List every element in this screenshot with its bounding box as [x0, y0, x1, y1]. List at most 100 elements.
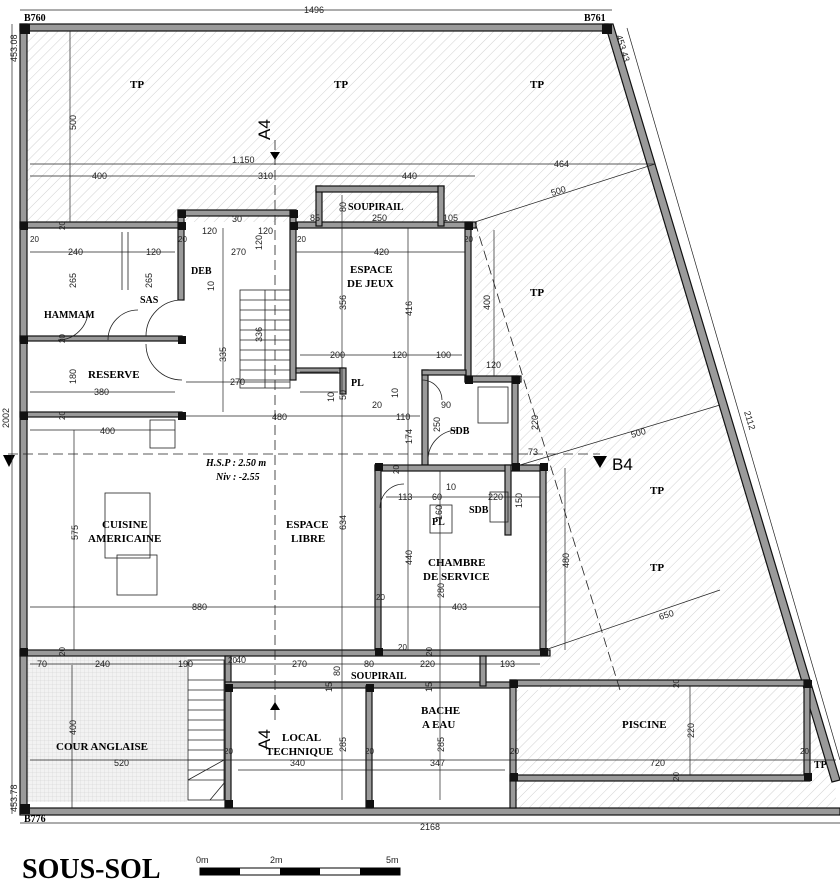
dim-left-total: 2002: [1, 408, 11, 428]
dim-380: 380: [94, 387, 109, 397]
room-local-l1: LOCAL: [282, 732, 321, 744]
dim-20g: 20: [58, 411, 67, 420]
dim-60: 60: [432, 492, 442, 502]
structural-columns: [20, 24, 812, 814]
room-espace-jeux-l2: DE JEUX: [347, 278, 394, 290]
section-a4-bottom: A4: [255, 729, 274, 750]
dim-20x: 20: [372, 400, 382, 410]
dim-270a: 270: [231, 247, 246, 257]
dim-70: 70: [37, 659, 47, 669]
dim-15b: 15: [424, 682, 434, 692]
corner-b760: B760: [24, 13, 46, 24]
room-tp-2: TP: [334, 79, 348, 91]
dim-174: 174: [404, 429, 414, 444]
dim-310: 310: [258, 171, 273, 181]
room-tp-4: TP: [530, 287, 544, 299]
dim-270c: 270: [292, 659, 307, 669]
dim-200: 200: [330, 350, 345, 360]
room-hammam: HAMMAM: [44, 310, 95, 321]
dim-120b: 120: [258, 226, 273, 236]
section-lines: [3, 140, 621, 720]
plan-title: SOUS-SOL: [22, 854, 161, 885]
room-labels: TP TP TP TP TP TP TP SOUPIRAIL ESPACE DE…: [44, 79, 827, 771]
dim-20m: 20: [224, 747, 233, 756]
room-sdb-1: SDB: [450, 426, 470, 437]
room-bache-l1: BACHE: [421, 705, 460, 717]
dim-105: 105: [443, 213, 458, 223]
dim-240b: 240: [95, 659, 110, 669]
dim-20l: 20: [228, 656, 237, 665]
dim-440v: 440: [404, 550, 414, 565]
dim-50: 50: [338, 390, 348, 400]
dim-500-diag2: 500: [630, 426, 647, 440]
dim-500-diag: 500: [550, 184, 567, 198]
room-espace-jeux-l1: ESPACE: [350, 264, 393, 276]
dim-90: 90: [441, 400, 451, 410]
level-annotations: H.S.P : 2.50 m Niv : -2.55: [205, 458, 266, 483]
dim-10d: 10: [446, 482, 456, 492]
dim-20j: 20: [58, 647, 67, 656]
room-bache-l2: A EAU: [422, 719, 455, 731]
dim-193: 193: [500, 659, 515, 669]
dim-400c: 400: [100, 426, 115, 436]
dim-400v: 400: [68, 720, 78, 735]
dim-347: 347: [430, 758, 445, 768]
dim-880: 880: [192, 602, 207, 612]
room-cuisine-l1: CUISINE: [102, 519, 148, 531]
cour-anglaise-paving: [27, 657, 187, 802]
hsp-label: H.S.P : 2.50 m: [205, 458, 266, 469]
dim-416: 416: [404, 301, 414, 316]
dim-20h: 20: [392, 465, 401, 474]
dim-left-top: 453.08: [9, 34, 19, 62]
dim-80c: 80: [364, 659, 374, 669]
room-local-l2: TECHNIQUE: [266, 746, 333, 758]
dim-20n: 20: [365, 747, 374, 756]
interior-walls: [19, 185, 811, 809]
dim-180: 180: [68, 369, 78, 384]
scale-0m: 0m: [196, 855, 209, 865]
dim-80b: 80: [332, 666, 342, 676]
dim-634: 634: [338, 515, 348, 530]
corner-b761: B761: [584, 13, 606, 24]
dim-10a: 10: [206, 281, 216, 291]
scale-2m: 2m: [270, 855, 283, 865]
dim-20c: 20: [178, 235, 187, 244]
room-pl-2: PL: [432, 517, 445, 528]
room-cour-anglaise: COUR ANGLAISE: [56, 741, 148, 753]
dim-10c: 10: [390, 388, 400, 398]
room-cuisine-l2: AMERICAINE: [88, 533, 161, 545]
dim-20s: 20: [398, 643, 407, 652]
room-chambre-l1: CHAMBRE: [428, 557, 485, 569]
dim-100: 100: [436, 350, 451, 360]
room-piscine: PISCINE: [622, 719, 667, 731]
corner-labels: B760 B761 B776: [24, 13, 606, 825]
dim-340: 340: [290, 758, 305, 768]
dim-270b: 270: [230, 377, 245, 387]
dim-20k: 20: [425, 647, 434, 656]
dim-440: 440: [402, 171, 417, 181]
dim-420: 420: [374, 247, 389, 257]
dim-650: 650: [658, 608, 675, 622]
scale-5m: 5m: [386, 855, 399, 865]
dim-85: 85: [310, 213, 320, 223]
dim-120d: 120: [254, 235, 264, 250]
dim-bottom-total: 2168: [420, 822, 440, 832]
room-sas: SAS: [140, 295, 159, 306]
room-sdb-2: SDB: [469, 505, 489, 516]
dim-20r: 20: [672, 772, 681, 781]
room-deb: DEB: [191, 266, 212, 277]
dim-20i: 20: [376, 593, 385, 602]
dim-220: 220: [488, 492, 503, 502]
dim-160: 160: [434, 505, 444, 520]
dim-190: 190: [178, 659, 193, 669]
dimension-lines: [11, 9, 840, 824]
room-tp-1: TP: [130, 79, 144, 91]
dim-30: 30: [232, 214, 242, 224]
room-reserve: RESERVE: [88, 369, 140, 381]
dim-400a: 400: [92, 171, 107, 181]
dim-1150: 1.150: [232, 155, 255, 165]
dim-335: 335: [218, 347, 228, 362]
dim-265a: 265: [68, 273, 78, 288]
dim-113: 113: [398, 492, 412, 502]
